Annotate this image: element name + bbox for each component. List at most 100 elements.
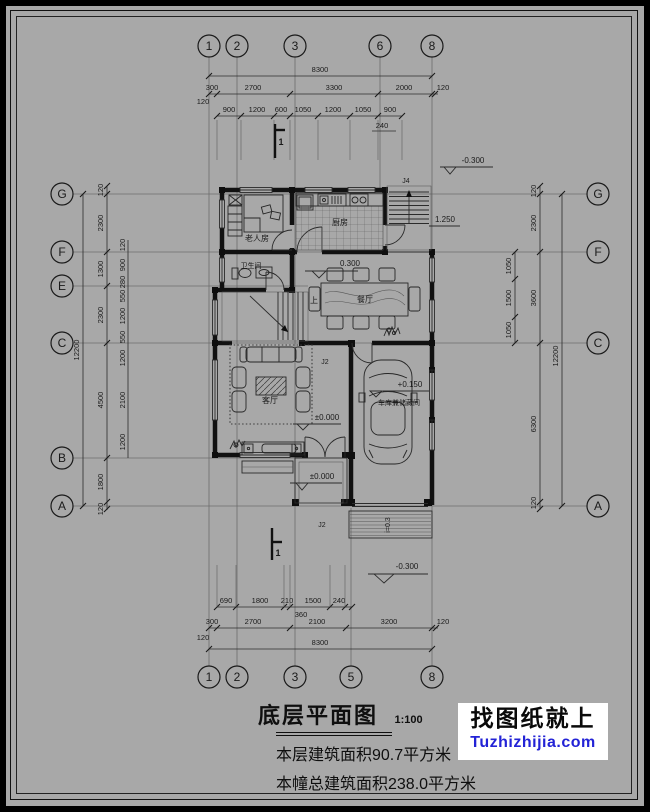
watermark-slogan: 找图纸就上 [470, 705, 596, 731]
drawing-title: 底层平面图 [258, 703, 379, 728]
dim-bottom-total: 8300 [312, 638, 329, 647]
room-label-bath: 卫生间 [241, 261, 262, 270]
dim: 2300 [96, 307, 105, 324]
level-garage: +0.150 [368, 380, 429, 398]
axis-bubbles-right: G F C A [586, 182, 610, 518]
section-mark-top: 1 [273, 124, 285, 158]
dim-right-total: 12200 [551, 346, 560, 367]
dim: 120 [437, 617, 450, 626]
axis-top-3: 3 [292, 39, 299, 53]
dimensions-top: 8300 300 2700 3300 2000 120 120 900 1200… [197, 65, 450, 160]
axis-bottom-3: 3 [292, 670, 299, 684]
dim: 1050 [355, 105, 372, 114]
dim: 1050 [504, 322, 513, 339]
axis-bubbles-bottom: 1 2 3 5 8 [197, 665, 444, 689]
dim: 600 [275, 105, 288, 114]
room-label-garage: 车库兼储藏间 [378, 398, 420, 407]
room-label-dining: 餐厅 [357, 295, 373, 304]
bathroom-fixtures [231, 266, 273, 280]
dim: 120 [529, 497, 538, 510]
axis-top-6: 6 [377, 39, 384, 53]
axis-bubbles-left: G F E C B A [50, 182, 74, 518]
outer-border [10, 10, 638, 800]
axis-left-F: F [58, 245, 65, 259]
dim: 1300 [96, 261, 105, 278]
opening-labels: J4 J2 J2 [318, 178, 410, 529]
dim: 2300 [529, 215, 538, 232]
drawing-scale: 1:100 [394, 714, 423, 726]
dim: 1500 [305, 596, 322, 605]
title-underline-1 [276, 732, 392, 733]
garage: i=0.3 [348, 359, 433, 539]
room-label-elder: 老人房 [245, 233, 269, 243]
dim: 1050 [504, 258, 513, 275]
section-mark-bottom: 1 [270, 528, 282, 560]
dim: 280 [118, 276, 127, 289]
label-j2-upper: J2 [321, 359, 329, 366]
paper-background [6, 6, 644, 806]
axis-right-A: A [594, 499, 602, 513]
dimensions-bottom: 690 1800 210 1500 240 360 300 2700 2100 … [197, 565, 450, 653]
grid-lines [73, 57, 587, 666]
floor-area-text: 本层建筑面积90.7平方米 [276, 747, 452, 764]
dim: 120 [96, 184, 105, 197]
exterior-stair [386, 185, 432, 251]
axis-bottom-8: 8 [429, 670, 436, 684]
dim: 120 [437, 83, 450, 92]
dim-top-total: 8300 [312, 65, 329, 74]
axis-right-C: C [594, 336, 603, 350]
svg-text:1.250: 1.250 [435, 215, 456, 224]
axis-right-G: G [593, 187, 602, 201]
elder-room-furniture [227, 194, 284, 237]
dim: 3600 [529, 290, 538, 307]
dim: 900 [384, 105, 397, 114]
dim: 120 [118, 239, 127, 252]
dim-bottom-edge: 120 [197, 633, 210, 642]
dim: 2700 [245, 83, 262, 92]
svg-text:1: 1 [278, 137, 283, 147]
dim: 3300 [326, 83, 343, 92]
axis-left-C: C [58, 336, 67, 350]
dim: 900 [118, 259, 127, 272]
axis-bubbles-top: 1 2 3 6 8 [197, 34, 444, 58]
dim-left-total: 12200 [72, 340, 81, 361]
dim: 240 [333, 596, 346, 605]
svg-text:±0.000: ±0.000 [315, 413, 340, 422]
dim: 2700 [245, 617, 262, 626]
axis-left-G: G [57, 187, 66, 201]
kitchen-fixtures [295, 192, 384, 251]
dim: 2100 [118, 392, 127, 409]
dim: 550 [118, 331, 127, 344]
dim: 2100 [309, 617, 326, 626]
dim: 120 [96, 503, 105, 516]
dim: 2300 [96, 215, 105, 232]
svg-text:0.300: 0.300 [340, 259, 361, 268]
dim-bottom-360: 360 [295, 610, 308, 619]
axis-bottom-1: 1 [206, 670, 213, 684]
watermark-box[interactable]: 找图纸就上 Tuzhizhijia.com [458, 703, 608, 760]
title-underline-2 [276, 735, 392, 736]
axis-top-1: 1 [206, 39, 213, 53]
dim: 550 [118, 290, 127, 303]
level-dining: 0.300 [305, 259, 361, 279]
dimensions-right: 1050 1500 1050 120 2300 3600 6300 120 12… [504, 182, 566, 513]
level-landing: 1.250 [429, 215, 460, 227]
dim: 2000 [396, 83, 413, 92]
watermark-url[interactable]: Tuzhizhijia.com [470, 734, 596, 751]
level-living: ±0.000 [293, 413, 341, 431]
dim: 210 [281, 596, 294, 605]
dim: 300 [206, 83, 219, 92]
title-block: 底层平面图 1:100 本层建筑面积90.7平方米 本幢总建筑面积238.0平方… [258, 698, 648, 794]
axis-top-8: 8 [429, 39, 436, 53]
label-j4: J4 [402, 178, 410, 185]
ramp-slope-label: i=0.3 [385, 517, 392, 532]
doors [265, 224, 406, 458]
dim: 1200 [118, 350, 127, 367]
living-furniture [229, 344, 313, 456]
dim-top-240: 240 [376, 121, 389, 130]
dim: 1200 [249, 105, 266, 114]
room-labels: 老人房 厨房 卫生间 餐厅 客厅 车库兼储藏间 上 [241, 217, 421, 407]
dim: 1800 [252, 596, 269, 605]
dim: 6300 [529, 416, 538, 433]
